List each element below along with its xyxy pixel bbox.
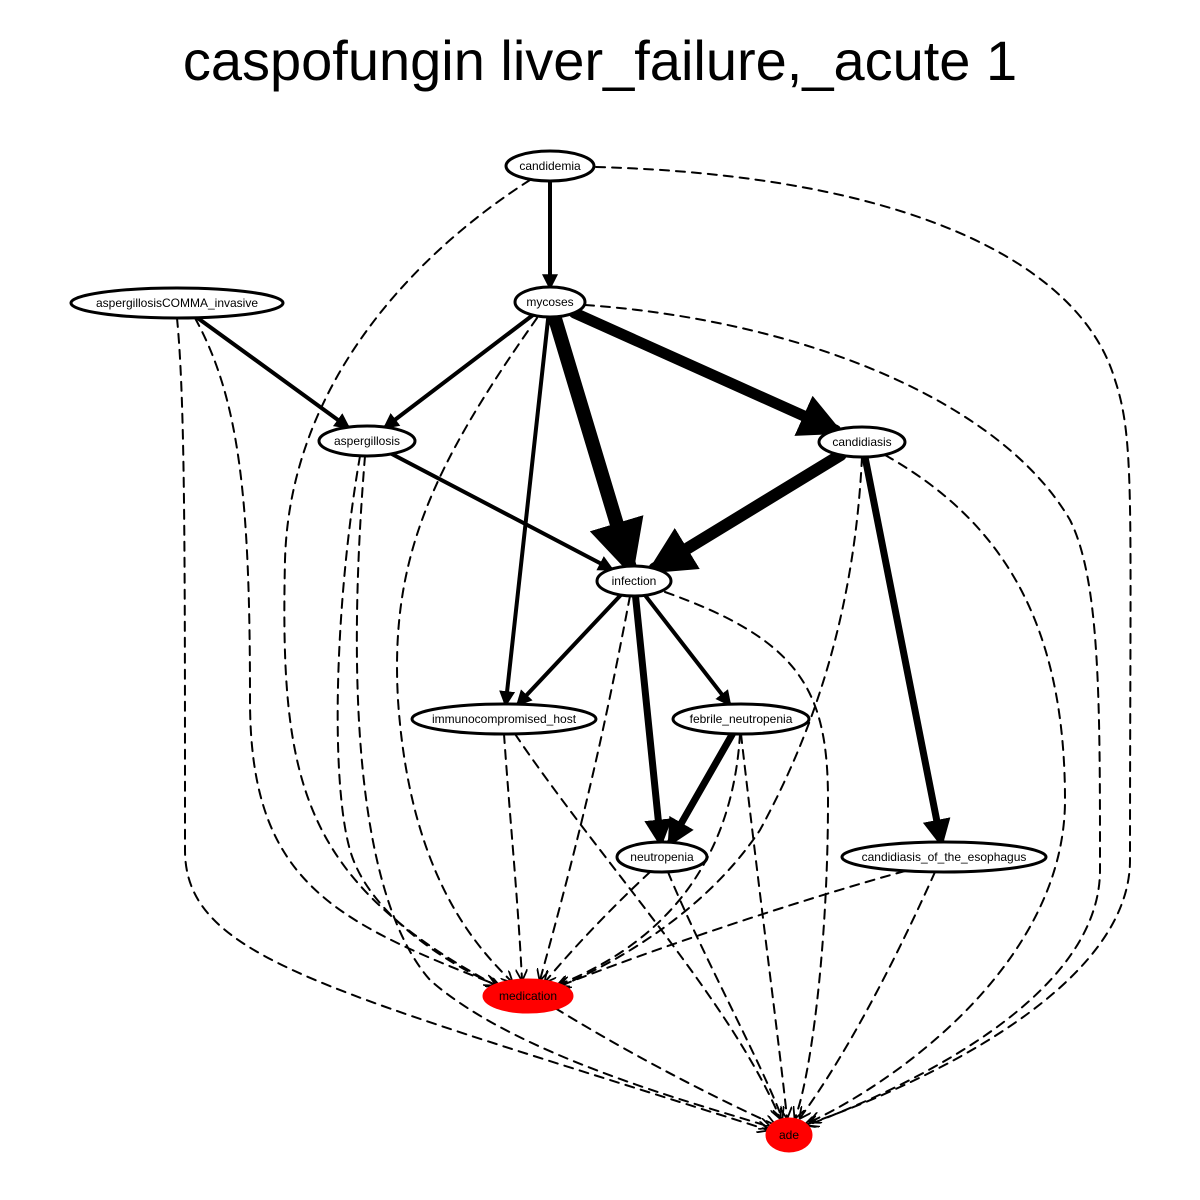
- node-infection: infection: [595, 564, 673, 598]
- edge-aspergillosisCOMMA_invasive-to-medication: [194, 317, 497, 985]
- edge-immunocompromised_host-to-ade: [514, 733, 780, 1118]
- node-label-candidiasis_of_the_esophagus: candidiasis_of_the_esophagus: [862, 850, 1027, 864]
- edge-mycoses-to-infection: [547, 309, 644, 577]
- node-shape-candidiasis_of_the_esophagus: [840, 840, 1048, 874]
- node-shape-mycoses: [513, 285, 587, 319]
- node-label-aspergillosisCOMMA_invasive: aspergillosisCOMMA_invasive: [96, 296, 258, 310]
- edge-immunocompromised_host-to-medication: [503, 733, 522, 980]
- edge-medication-to-ade: [554, 1007, 775, 1125]
- edge-candidiasis-to-ade: [810, 454, 1067, 1122]
- edge-mycoses-to-ade: [584, 304, 1102, 1125]
- nodes-layer: candidemia mycoses aspergillosisCOMMA_inva…: [69, 149, 1048, 1153]
- node-ade: ade: [765, 1117, 813, 1153]
- node-label-immunocompromised_host: immunocompromised_host: [432, 712, 577, 726]
- node-label-mycoses: mycoses: [526, 295, 573, 309]
- edge-aspergillosisCOMMA_invasive-to-ade: [176, 317, 768, 1130]
- node-mycoses: mycoses: [513, 285, 587, 319]
- node-label-neutropenia: neutropenia: [630, 850, 694, 864]
- edge-neutropenia-to-ade: [667, 871, 782, 1118]
- edge-mycoses-to-medication: [396, 317, 538, 982]
- node-label-ade: ade: [779, 1128, 799, 1142]
- node-aspergillosisCOMMA_invasive: aspergillosisCOMMA_invasive: [69, 286, 285, 320]
- node-febrile_neutropenia: febrile_neutropenia: [671, 702, 811, 736]
- node-label-febrile_neutropenia: febrile_neutropenia: [690, 712, 793, 726]
- node-candidiasis: candidiasis: [817, 425, 907, 459]
- node-shape-ade: [765, 1117, 813, 1153]
- edge-candidemia-to-ade: [595, 166, 1132, 1125]
- node-shape-aspergillosis: [317, 424, 417, 458]
- edge-febrile_neutropenia-to-neutropenia: [666, 730, 736, 848]
- edge-candidiasis-to-candidiasis_of_the_esophagus: [861, 453, 951, 848]
- node-aspergillosis: aspergillosis: [317, 424, 417, 458]
- node-shape-neutropenia: [615, 840, 709, 874]
- edge-infection-to-febrile_neutropenia: [643, 593, 732, 707]
- node-shape-candidiasis: [817, 425, 907, 459]
- node-immunocompromised_host: immunocompromised_host: [410, 702, 598, 736]
- node-label-infection: infection: [612, 574, 657, 588]
- edge-infection-to-neutropenia: [632, 592, 673, 848]
- node-shape-aspergillosisCOMMA_invasive: [69, 286, 285, 320]
- edge-infection-to-immunocompromised_host: [515, 593, 623, 707]
- node-candidemia: candidemia: [504, 149, 596, 183]
- edge-candidiasis_of_the_esophagus-to-ade: [800, 871, 936, 1118]
- edge-febrile_neutropenia-to-ade: [740, 733, 787, 1118]
- node-label-medication: medication: [499, 989, 557, 1003]
- edge-infection-to-ade: [664, 591, 830, 1118]
- edge-aspergillosis-to-infection: [389, 451, 615, 572]
- edge-mycoses-to-candidiasis: [568, 307, 844, 436]
- node-shape-medication: [482, 978, 574, 1014]
- edge-aspergillosis-to-ade: [355, 455, 770, 1127]
- edge-mycoses-to-aspergillosis: [382, 313, 535, 430]
- node-label-candidemia: candidemia: [519, 159, 581, 173]
- edge-candidiasis-to-medication: [558, 456, 863, 987]
- node-shape-febrile_neutropenia: [671, 702, 811, 736]
- edges-layer: [176, 166, 1132, 1130]
- edge-febrile_neutropenia-to-medication: [558, 733, 741, 985]
- node-shape-candidemia: [504, 149, 596, 183]
- edge-aspergillosisCOMMA_invasive-to-aspergillosis: [195, 315, 351, 430]
- edge-candidiasis_of_the_esophagus-to-medication: [560, 870, 906, 986]
- edge-candidiasis-to-infection: [646, 449, 847, 575]
- edge-mycoses-to-immunocompromised_host: [499, 315, 551, 708]
- edge-infection-to-medication: [540, 595, 631, 980]
- node-shape-immunocompromised_host: [410, 702, 598, 736]
- node-shape-infection: [595, 564, 673, 598]
- node-label-aspergillosis: aspergillosis: [334, 434, 400, 448]
- edge-aspergillosis-to-medication: [336, 455, 500, 987]
- diagram-title: caspofungin liver_failure,_acute 1: [182, 29, 1018, 92]
- node-label-candidiasis: candidiasis: [832, 435, 891, 449]
- edge-neutropenia-to-medication: [545, 871, 651, 982]
- edge-candidemia-to-medication: [283, 179, 531, 985]
- node-candidiasis_of_the_esophagus: candidiasis_of_the_esophagus: [840, 840, 1048, 874]
- node-medication: medication: [482, 978, 574, 1014]
- node-neutropenia: neutropenia: [615, 840, 709, 874]
